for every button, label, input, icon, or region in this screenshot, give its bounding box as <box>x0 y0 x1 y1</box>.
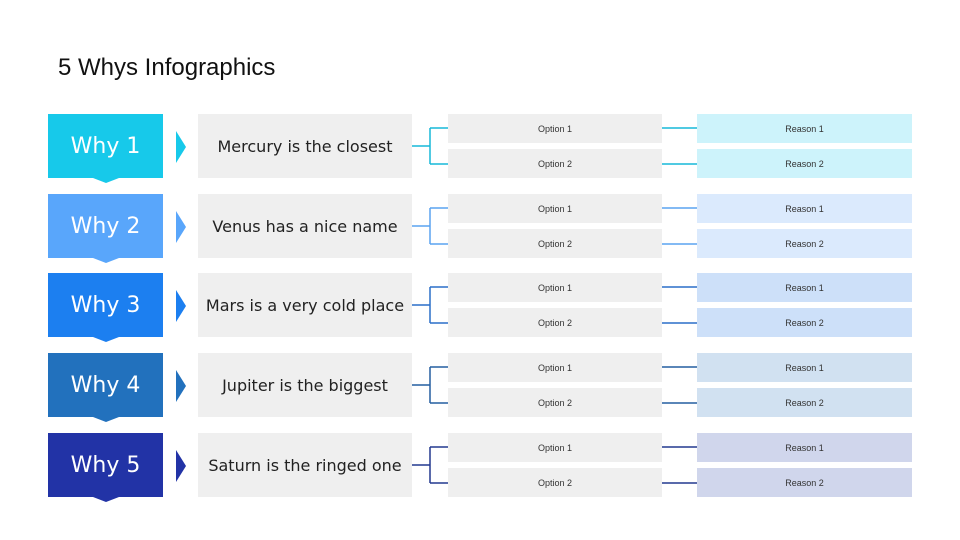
why-statement: Saturn is the ringed one <box>198 433 412 497</box>
why-statement: Mars is a very cold place <box>198 273 412 337</box>
reason-2-box: Reason 2 <box>697 229 912 258</box>
option-1-box: Option 1 <box>448 273 662 302</box>
why-statement: Mercury is the closest <box>198 114 412 178</box>
why-label: Why 4 <box>48 353 163 422</box>
arrow-right-icon <box>176 290 186 322</box>
connector-lines <box>412 286 697 324</box>
why-label: Why 2 <box>48 194 163 263</box>
why-label: Why 3 <box>48 273 163 342</box>
reason-1-box: Reason 1 <box>697 433 912 462</box>
option-2-box: Option 2 <box>448 388 662 417</box>
why-row-1: Why 1 Mercury is the closest Option 1 Op… <box>0 114 960 183</box>
option-2-box: Option 2 <box>448 468 662 497</box>
why-statement: Venus has a nice name <box>198 194 412 258</box>
option-2-box: Option 2 <box>448 229 662 258</box>
connector-lines <box>412 446 697 484</box>
why-label: Why 5 <box>48 433 163 502</box>
arrow-right-icon <box>176 370 186 402</box>
reason-1-box: Reason 1 <box>697 273 912 302</box>
why-label: Why 1 <box>48 114 163 183</box>
reason-2-box: Reason 2 <box>697 308 912 337</box>
reason-1-box: Reason 1 <box>697 114 912 143</box>
option-1-box: Option 1 <box>448 194 662 223</box>
why-statement: Jupiter is the biggest <box>198 353 412 417</box>
connector-lines <box>412 207 697 245</box>
reason-2-box: Reason 2 <box>697 388 912 417</box>
connector-lines <box>412 127 697 165</box>
arrow-right-icon <box>176 131 186 163</box>
reason-2-box: Reason 2 <box>697 149 912 178</box>
reason-1-box: Reason 1 <box>697 194 912 223</box>
why-row-2: Why 2 Venus has a nice name Option 1 Opt… <box>0 194 960 263</box>
why-row-4: Why 4 Jupiter is the biggest Option 1 Op… <box>0 353 960 422</box>
reason-2-box: Reason 2 <box>697 468 912 497</box>
why-row-3: Why 3 Mars is a very cold place Option 1… <box>0 273 960 342</box>
arrow-right-icon <box>176 450 186 482</box>
option-1-box: Option 1 <box>448 433 662 462</box>
arrow-right-icon <box>176 211 186 243</box>
page-title: 5 Whys Infographics <box>58 54 276 81</box>
option-2-box: Option 2 <box>448 308 662 337</box>
option-1-box: Option 1 <box>448 114 662 143</box>
option-2-box: Option 2 <box>448 149 662 178</box>
connector-lines <box>412 366 697 404</box>
reason-1-box: Reason 1 <box>697 353 912 382</box>
why-row-5: Why 5 Saturn is the ringed one Option 1 … <box>0 433 960 502</box>
option-1-box: Option 1 <box>448 353 662 382</box>
